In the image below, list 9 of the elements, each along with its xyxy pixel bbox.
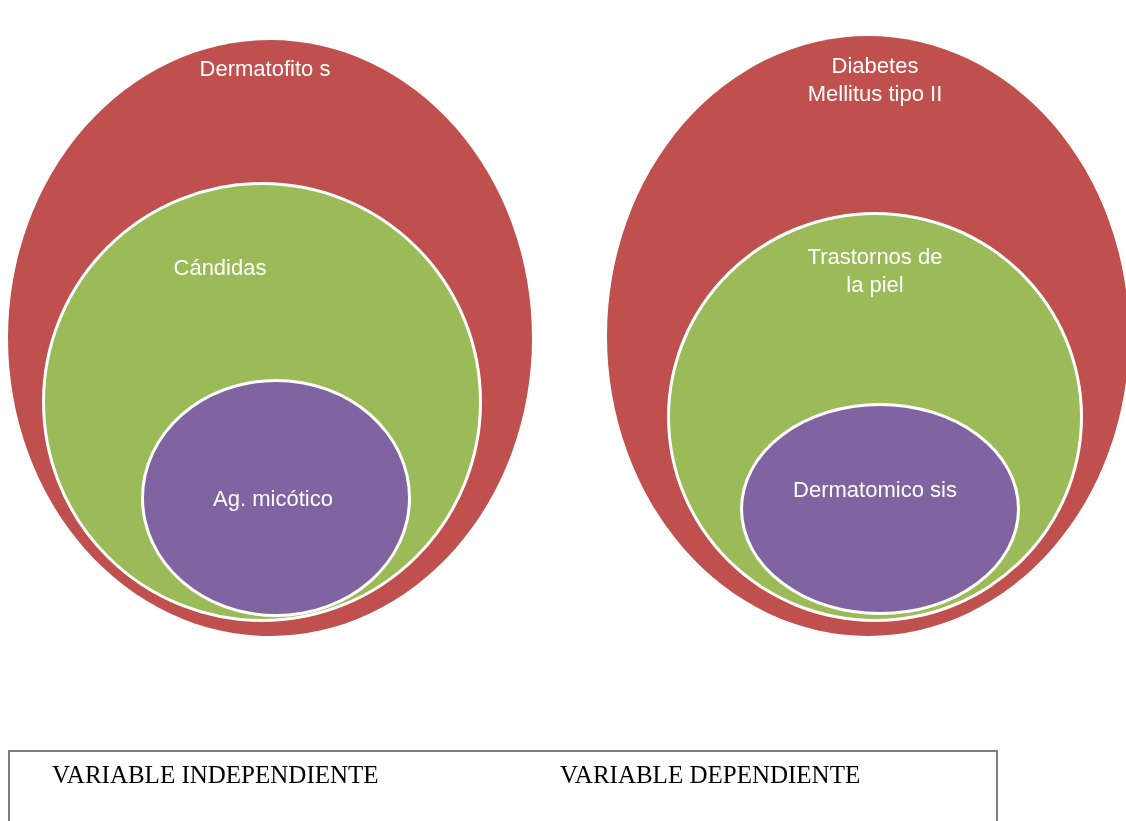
ellipse-label: Dermatomico sis	[792, 476, 958, 504]
ellipse-label: Cándidas	[172, 254, 268, 282]
column-heading: VARIABLE DEPENDIENTE	[560, 760, 861, 790]
variables-table	[8, 750, 998, 821]
ellipse-label: Dermatofito s	[198, 55, 332, 83]
ellipse-label: Trastornos de la piel	[806, 243, 944, 299]
ellipse-label: Ag. micótico	[212, 485, 334, 513]
column-heading: VARIABLE INDEPENDIENTE	[52, 760, 379, 790]
ellipse-label: Diabetes Mellitus tipo II	[806, 52, 944, 108]
